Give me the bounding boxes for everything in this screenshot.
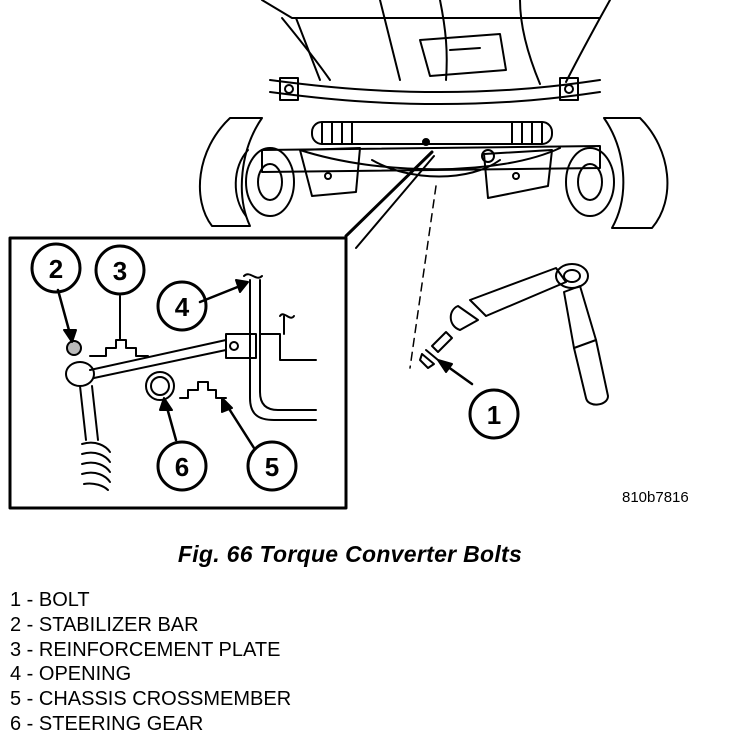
callout-1: 1 (487, 400, 501, 430)
figure-caption: Fig. 66 Torque Converter Bolts (177, 541, 523, 567)
reinforcement-plate-profile (89, 339, 149, 357)
crossmember-section (243, 273, 317, 421)
callout-4: 4 (175, 292, 190, 322)
detail-box (8, 236, 348, 510)
left-tire (198, 117, 263, 227)
callout-2: 2 (49, 254, 63, 284)
legend-item: 4 - OPENING (10, 663, 132, 686)
figure-code: 810b7816 (622, 489, 689, 506)
bolt-path-dash (409, 185, 437, 369)
legend-item: 2 - STABILIZER BAR (10, 613, 199, 636)
callout-6: 6 (175, 452, 189, 482)
legend-item: 6 - STEERING GEAR (10, 712, 204, 735)
stabilizer-bracket (225, 333, 257, 359)
legend-item: 3 - REINFORCEMENT PLATE (10, 638, 281, 661)
stabilizer-spring (81, 441, 111, 491)
bolt-icon (419, 349, 439, 369)
wrench-and-bolt (419, 263, 609, 406)
legend-item: 1 - BOLT (10, 589, 90, 611)
steering-gear-section (145, 371, 175, 401)
detail-leader (344, 150, 434, 238)
right-tire (603, 117, 669, 229)
legend-item: 5 - CHASSIS CROSSMEMBER (10, 688, 292, 711)
vehicle-underbody-illustration (198, 0, 669, 229)
torque-converter-diagram: 1 2 3 4 5 6 (8, 0, 669, 510)
legend-list: 1 - BOLT 2 - STABILIZER BAR 3 - REINFORC… (10, 588, 291, 737)
stabilizer-bar (89, 339, 227, 379)
callout-5: 5 (265, 452, 279, 482)
callout-3: 3 (113, 256, 127, 286)
